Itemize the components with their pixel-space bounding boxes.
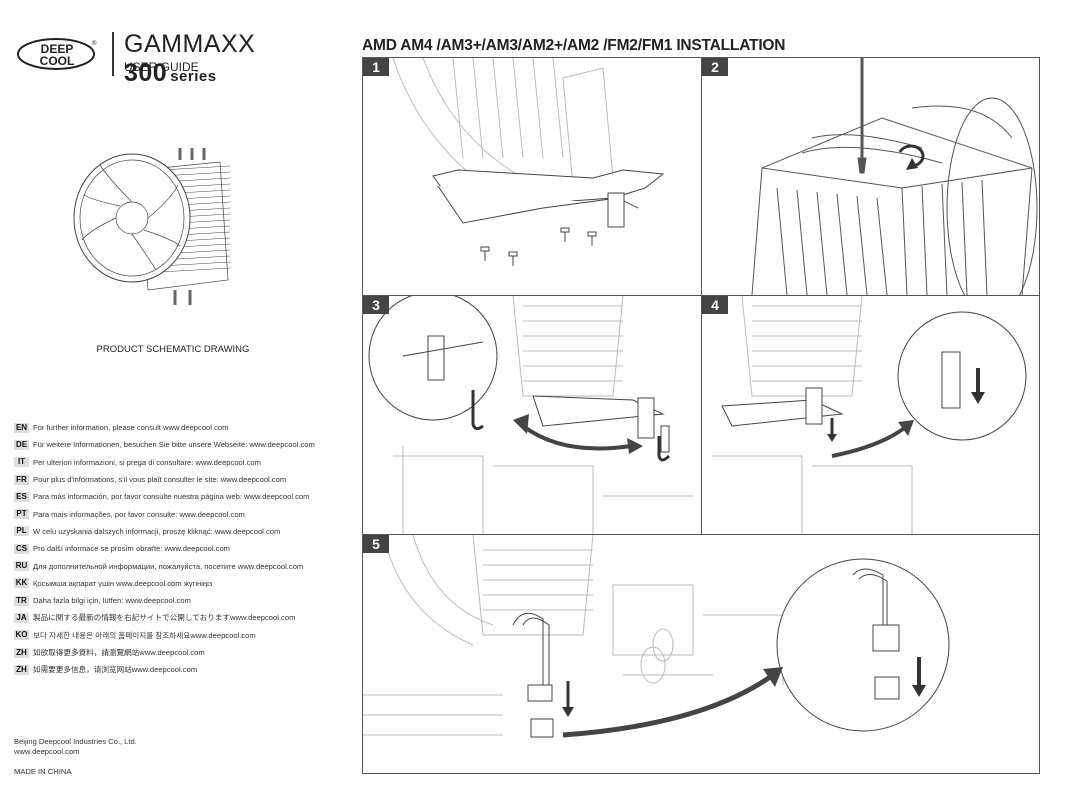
language-row: CS Pro další informace se prosím obraťte:… — [14, 540, 354, 557]
logo-text-deep: DEEP — [41, 42, 74, 56]
step-panel-3: 3 — [362, 295, 702, 535]
title-divider — [112, 32, 114, 76]
language-code: FR — [14, 474, 29, 485]
language-row: KO 보다 자세한 내용은 아래의 홈페이지를 참조하세요www.deepcool… — [14, 627, 354, 644]
language-code: TR — [14, 595, 29, 606]
step-3-illustration — [368, 296, 693, 534]
language-text: Для дополнительной информации, пожалуйст… — [33, 561, 304, 571]
language-code: ZH — [14, 647, 29, 658]
language-text: Para más información, por favor consulte… — [33, 492, 310, 502]
step-badge: 1 — [363, 58, 389, 76]
language-row: IT Per ulteriori informazioni, si prega d… — [14, 454, 354, 471]
language-code: DE — [14, 439, 29, 450]
language-code: PT — [14, 509, 29, 520]
language-row: PT Para mais informações, por favor consu… — [14, 505, 354, 522]
user-guide-label: USER GUIDE — [124, 60, 199, 74]
step-panel-2: 2 — [701, 57, 1040, 296]
language-text: Pour plus d'informations, s'il vous plaî… — [33, 475, 287, 485]
logo-text-cool: COOL — [40, 54, 75, 68]
step-panel-4: 4 — [701, 295, 1040, 535]
language-row: DE Für weitere Informationen, besuchen Si… — [14, 436, 354, 453]
language-code: IT — [14, 457, 29, 468]
product-name: GAMMAXX — [124, 30, 256, 58]
language-code: KO — [14, 630, 29, 641]
language-code: EN — [14, 422, 29, 433]
step-badge: 2 — [702, 58, 728, 76]
language-row: KK Қосымша ақпарат үшін www.deepcool.com … — [14, 575, 354, 592]
language-text: For further information, please consult … — [33, 423, 229, 433]
language-row: JA 製品に関する最新の情報を右記サイトで公開しておりますwww.deepcool… — [14, 609, 354, 626]
language-text: 製品に関する最新の情報を右記サイトで公開しておりますwww.deepcool.c… — [33, 613, 296, 623]
language-code: PL — [14, 526, 29, 537]
step-badge: 3 — [363, 296, 389, 314]
language-text: W celu uzyskania dalszych informacji, pr… — [33, 526, 281, 536]
step-panel-5: 5 — [362, 534, 1040, 774]
product-series: series — [170, 68, 217, 85]
language-code: CS — [14, 543, 29, 554]
language-text: 如需要更多信息，请浏览网站www.deepcool.com — [33, 665, 198, 675]
product-model: 300 — [124, 59, 168, 87]
step-4-illustration — [712, 296, 1027, 534]
language-text: Per ulteriori informazioni, si prega di … — [33, 457, 261, 467]
company-website: www.deepcool.com — [14, 747, 80, 756]
schematic-caption: PRODUCT SCHEMATIC DRAWING — [96, 344, 250, 355]
language-row: ZH 如需要更多信息，请浏览网站www.deepcool.com — [14, 661, 354, 678]
company-name: Beijing Deepcool Industries Co., Ltd. — [14, 737, 137, 746]
language-row: ES Para más información, por favor consul… — [14, 488, 354, 505]
language-text: Pro další informace se prosím obraťte: w… — [33, 544, 230, 554]
language-list: EN For further information, please consul… — [14, 419, 354, 678]
language-row: RU Для дополнительной информации, пожалуй… — [14, 557, 354, 574]
logo-registered-mark: ® — [92, 40, 97, 47]
made-in-label: MADE IN CHINA — [14, 767, 72, 776]
language-text: Қосымша ақпарат үшін www.deepcool.com жү… — [33, 578, 213, 588]
language-row: PL W celu uzyskania dalszych informacji, … — [14, 523, 354, 540]
step-5-illustration — [363, 535, 950, 738]
step-panel-1: 1 — [362, 57, 702, 296]
language-code: RU — [14, 561, 29, 572]
language-text: Für weitere Informationen, besuchen Sie … — [33, 440, 315, 450]
step-1-illustration — [392, 58, 665, 266]
step-badge: 5 — [363, 535, 389, 553]
step-2-illustration — [751, 58, 1038, 295]
language-row: EN For further information, please consul… — [14, 419, 354, 436]
installation-title: AMD AM4 /AM3+/AM3/AM2+/AM2 /FM2/FM1 INST… — [362, 37, 786, 54]
cooler-illustration — [73, 148, 231, 305]
language-text: 如欲取得更多資料，請瀏覽網站www.deepcool.com — [33, 648, 205, 657]
language-text: 보다 자세한 내용은 아래의 홈페이지를 참조하세요www.deepcool.c… — [33, 630, 256, 640]
language-code: KK — [14, 578, 29, 589]
language-code: ES — [14, 491, 29, 502]
language-code: JA — [14, 612, 29, 623]
deepcool-logo: DEEP COOL ® — [17, 38, 97, 70]
language-row: TR Daha fazla bilgi için, lütfen: www.dee… — [14, 592, 354, 609]
language-row: ZH 如欲取得更多資料，請瀏覽網站www.deepcool.com — [14, 644, 354, 661]
step-badge: 4 — [702, 296, 728, 314]
language-code: ZH — [14, 664, 29, 675]
language-text: Daha fazla bilgi için, lütfen: www.deepc… — [33, 596, 191, 606]
company-info: Beijing Deepcool Industries Co., Ltd. ww… — [14, 737, 137, 757]
language-text: Para mais informações, por favor consult… — [33, 509, 245, 519]
language-row: FR Pour plus d'informations, s'il vous pl… — [14, 471, 354, 488]
